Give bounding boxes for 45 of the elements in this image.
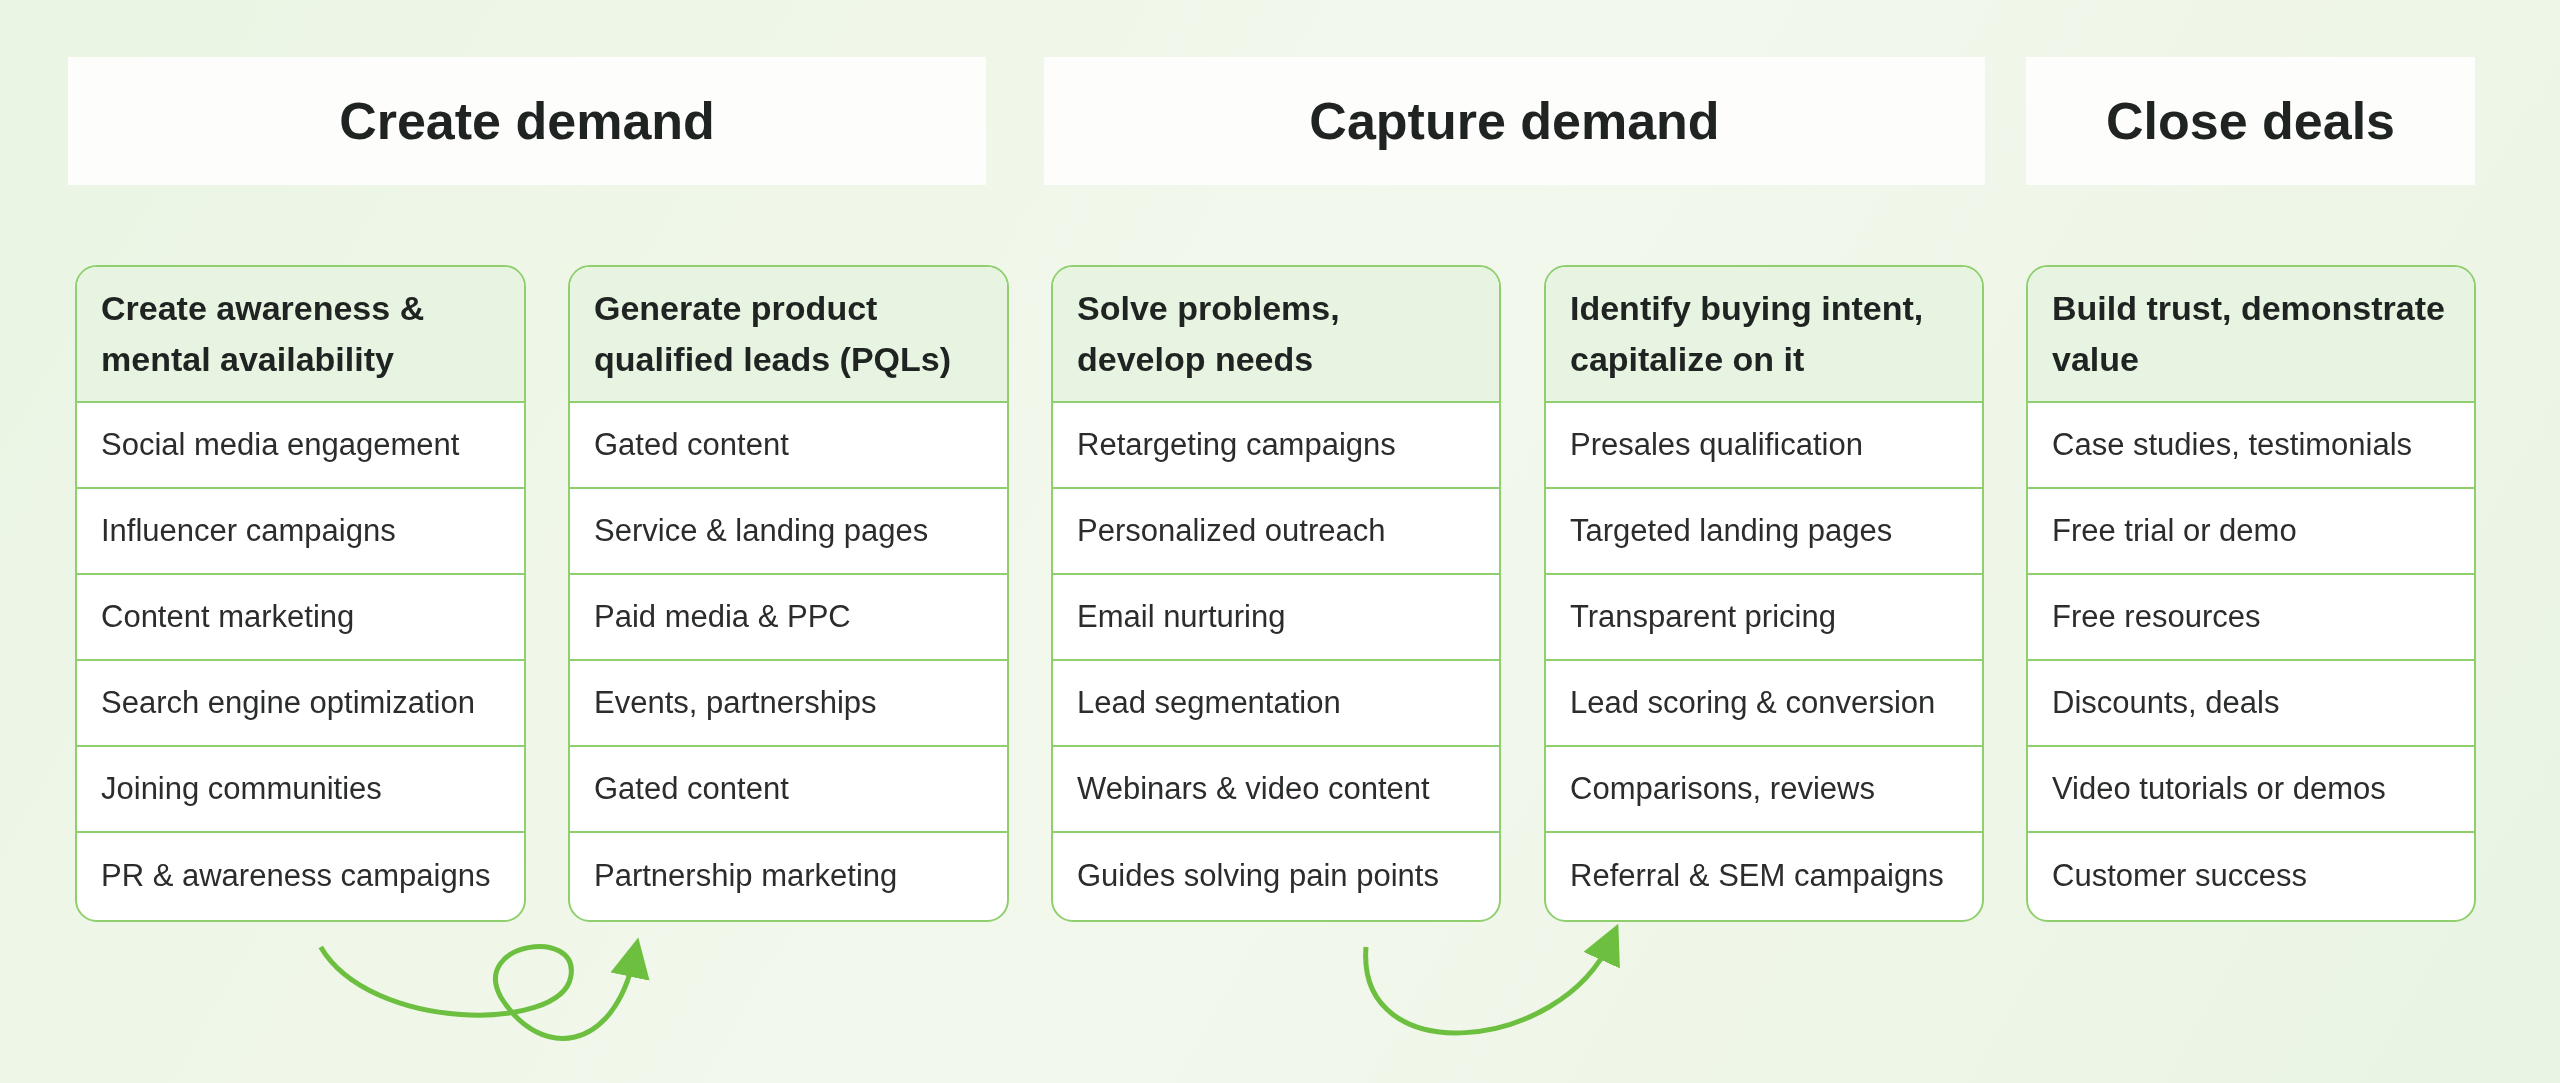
tactic-row: Retargeting campaigns <box>1053 403 1499 489</box>
tactic-row: Free trial or demo <box>2028 489 2474 575</box>
tactic-row: Webinars & video content <box>1053 747 1499 833</box>
tactic-row: PR & awareness campaigns <box>77 833 524 919</box>
tactic-row: Case studies, testimonials <box>2028 403 2474 489</box>
stage-card <box>1544 265 1984 922</box>
stage-header: Create demand <box>68 57 986 185</box>
tactic-row: Discounts, deals <box>2028 661 2474 747</box>
tactic-row: Paid media & PPC <box>570 575 1007 661</box>
tactic-row: Presales qualification <box>1546 403 1982 489</box>
tactic-row: Video tutorials or demos <box>2028 747 2474 833</box>
tactic-row: Email nurturing <box>1053 575 1499 661</box>
stage-card <box>1051 265 1501 922</box>
stage-card <box>2026 265 2476 922</box>
curved-arrow <box>1363 924 1621 1036</box>
tactic-row: Targeted landing pages <box>1546 489 1982 575</box>
tactic-row: Guides solving pain points <box>1053 833 1499 919</box>
tactic-row: Events, partnerships <box>570 661 1007 747</box>
tactic-row: Partnership marketing <box>570 833 1007 919</box>
tactic-row: Joining communities <box>77 747 524 833</box>
tactic-row: Search engine optimization <box>77 661 524 747</box>
tactic-row: Content marketing <box>77 575 524 661</box>
tactic-row: Lead scoring & conversion <box>1546 661 1982 747</box>
tactic-row: Personalized outreach <box>1053 489 1499 575</box>
card-heading: Create awareness & mental availability <box>101 288 426 380</box>
tactic-row: Free resources <box>2028 575 2474 661</box>
card-heading: Generate product qualified leads (PQLs) <box>594 288 953 380</box>
tactic-row: Gated content <box>570 403 1007 489</box>
stage-card <box>568 265 1009 922</box>
tactic-row: Lead segmentation <box>1053 661 1499 747</box>
card-heading: Build trust, demonstrate value <box>2052 288 2446 380</box>
tactic-row: Social media engagement <box>77 403 524 489</box>
tactic-row: Customer success <box>2028 833 2474 919</box>
curved-arrow <box>318 937 649 1041</box>
stage-card <box>75 265 526 922</box>
tactic-row: Influencer campaigns <box>77 489 524 575</box>
stage-header: Capture demand <box>1044 57 1985 185</box>
stage-header: Close deals <box>2026 57 2475 185</box>
tactic-row: Service & landing pages <box>570 489 1007 575</box>
tactic-row: Transparent pricing <box>1546 575 1982 661</box>
card-heading: Solve problems, develop needs <box>1077 288 1341 380</box>
tactic-row: Referral & SEM campaigns <box>1546 833 1982 919</box>
tactic-row: Gated content <box>570 747 1007 833</box>
tactic-row: Comparisons, reviews <box>1546 747 1982 833</box>
card-heading: Identify buying intent, capitalize on it <box>1570 288 1925 380</box>
